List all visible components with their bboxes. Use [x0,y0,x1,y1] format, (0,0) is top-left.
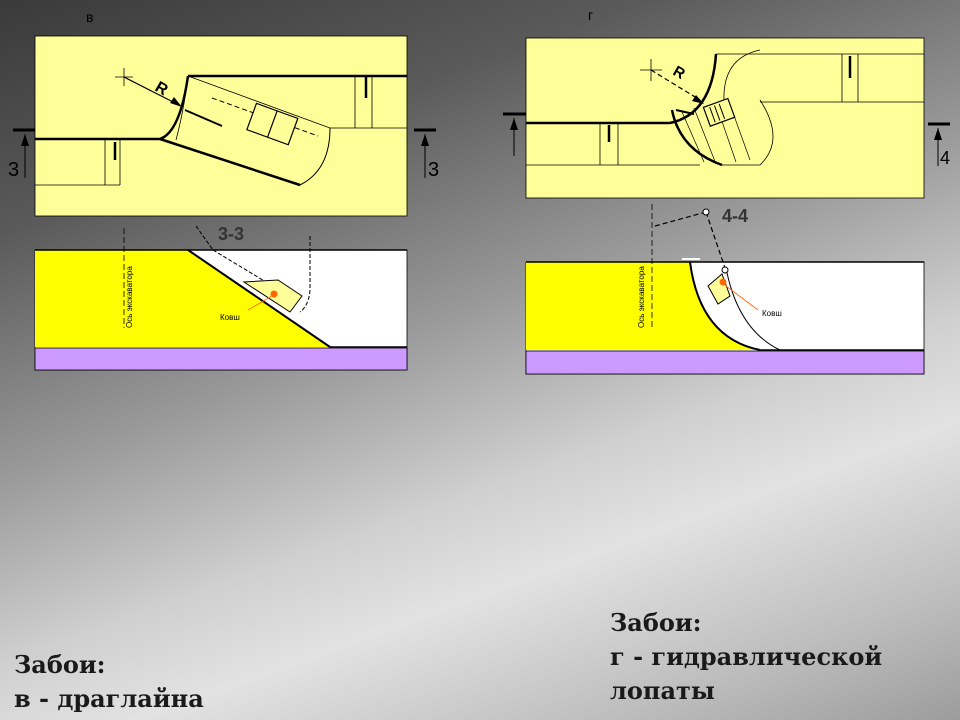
axis-label-b: Ось экскаватора [125,266,134,328]
drag-rope-b [195,225,311,313]
section-label-left-b: 3 [8,159,19,181]
slope-line-b [187,249,331,348]
section-label-right-b: 3 [428,159,439,181]
cut-label-g: 4-4 [722,206,748,226]
bucket-marker-b [270,290,278,298]
boom-joint-bucket-g [721,266,729,274]
bucket-arc-g [725,267,781,351]
axis-label-g: Ось экскаватора [637,266,646,328]
plan-lines-g [526,49,924,167]
cut-label-b: 3-3 [218,224,244,244]
diagram-b: в R [8,9,439,371]
bucket-marker-g [719,278,727,286]
caption-right-line2: г - гидравлической [610,642,883,671]
radius-arrowhead-g [692,95,704,104]
caption-dragline: Забои: в - драглайна [14,648,204,716]
panel-letter-b: в [86,9,93,25]
diagram-g: г R [503,7,950,375]
section-arrow-right-b [421,134,429,146]
caption-right-line3: лопаты [610,676,715,705]
base-layer-b [34,347,408,371]
plan-lines-b [35,68,407,187]
caption-right-line1: Забои: [610,608,702,637]
caption-left-line1: Забои: [14,650,106,679]
panel-letter-g: г [588,7,593,23]
boom-g [654,211,726,269]
soil-body-b [35,250,330,347]
shovel-cab-g [702,97,736,127]
bucket-label-g: Ковш [762,309,782,318]
bucket-label-b: Ковш [220,313,240,322]
bucket-leader-g [725,285,759,311]
section-arrow-left-b [21,134,29,146]
face-line-g [689,261,761,351]
radius-arrowhead-b [170,97,182,107]
soil-body-g [526,262,760,350]
section-label-right-g: 4 [940,148,950,168]
bucket-leader-b [247,295,273,311]
section-arrow-right-g [934,128,942,140]
boom-joint-top-g [702,208,710,216]
section-arrow-left-g [510,118,518,130]
caption-left-line2: в - драглайна [14,684,204,713]
base-layer-g [525,350,925,375]
excavator-cab-b [246,102,299,146]
caption-hydraulic-shovel: Забои: г - гидравлической лопаты [610,606,882,708]
